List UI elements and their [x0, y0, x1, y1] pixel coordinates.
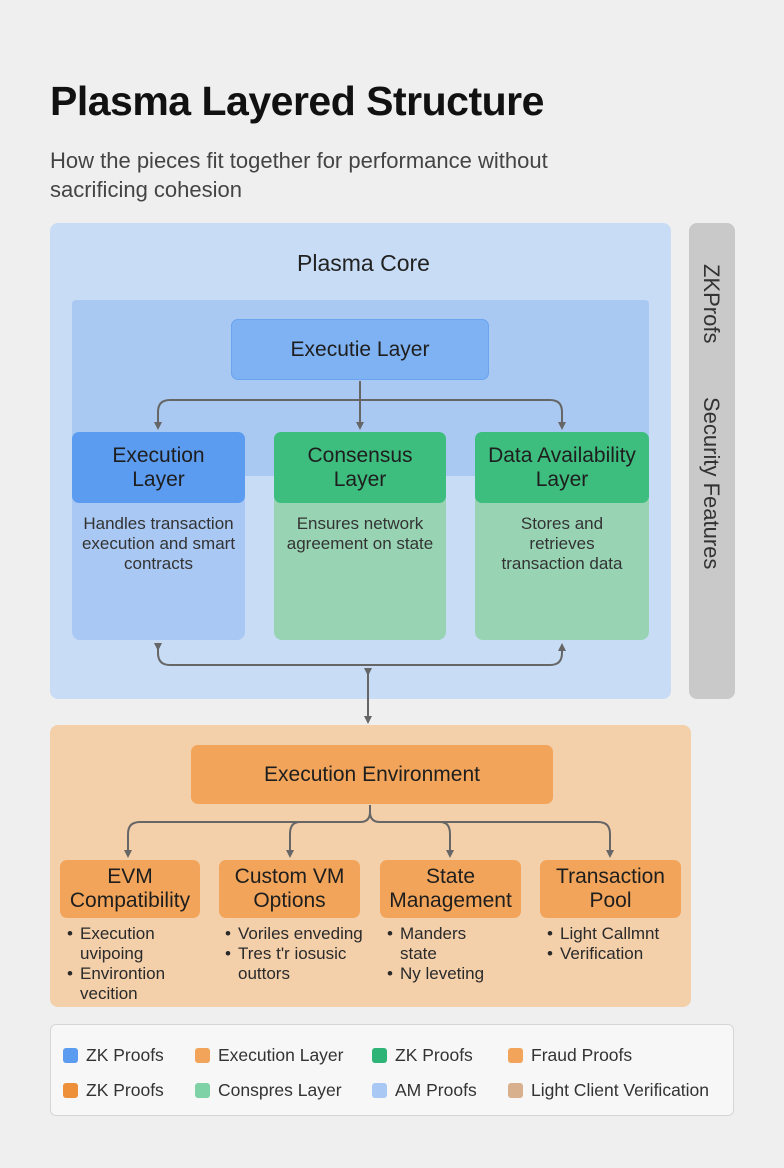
bullet-item: Environtion vecition: [64, 964, 204, 1004]
evm-compatibility-title: EVM Compatibility: [69, 865, 191, 912]
legend-item: Conspres Layer: [195, 1080, 342, 1101]
legend-swatch: [508, 1083, 523, 1098]
execution-layer-header: Execution Layer: [72, 432, 245, 503]
legend-label: ZK Proofs: [86, 1045, 164, 1065]
legend-item: ZK Proofs: [63, 1045, 164, 1066]
env-tree-branch-custom-vm: [286, 821, 301, 858]
execution-environment-box: Execution Environment: [191, 745, 553, 804]
transaction-pool-title: Transaction Pool: [556, 865, 665, 912]
transaction-pool-bullets: Light Callmnt Verification: [544, 924, 684, 964]
legend-item: ZK Proofs: [372, 1045, 473, 1066]
custom-vm-title: Custom VM Options: [234, 865, 345, 912]
execution-layer-desc: Handles transaction execution and smart …: [81, 514, 236, 573]
legend-swatch: [372, 1083, 387, 1098]
execution-environment-title: Execution Environment: [264, 762, 480, 786]
state-management-box: State Management: [380, 860, 521, 918]
legend-item: Fraud Proofs: [508, 1045, 632, 1066]
arrow-to-data-availability-card: [360, 399, 566, 430]
legend-item: Light Client Verification: [508, 1080, 709, 1101]
env-tree-trunk: [124, 805, 371, 858]
security-features-bar: [689, 223, 735, 699]
data-availability-desc: Stores and retrieves transaction data: [501, 514, 623, 573]
bullet-item: Execution uvipoing: [64, 924, 204, 964]
top-layer-label: Executie Layer: [290, 337, 430, 361]
legend-swatch: [63, 1048, 78, 1063]
legend-label: Fraud Proofs: [531, 1045, 633, 1065]
consensus-layer-header: Consensus Layer: [274, 432, 446, 503]
page-subtitle: How the pieces fit together for performa…: [50, 148, 548, 202]
evm-compatibility-bullets: Execution uvipoing Environtion vecition: [64, 924, 204, 1004]
data-availability-title: Data Availability Layer: [488, 443, 636, 491]
custom-vm-bullets: Voriles enveding Tres t'r iosusic outtor…: [222, 924, 370, 984]
bottom-bracket-connector: [154, 643, 566, 666]
legend-swatch: [195, 1083, 210, 1098]
arrow-to-execution-card: [154, 381, 361, 430]
plasma-core-title: Plasma Core: [297, 250, 430, 276]
evm-compatibility-box: EVM Compatibility: [60, 860, 200, 918]
legend-item: Execution Layer: [195, 1045, 344, 1066]
state-management-bullets: Manders state Ny leveting: [384, 924, 524, 984]
legend-label: ZK Proofs: [86, 1080, 164, 1100]
data-availability-header: Data Availability Layer: [475, 432, 649, 503]
bullet-item: Light Callmnt: [544, 924, 684, 944]
transaction-pool-box: Transaction Pool: [540, 860, 681, 918]
legend-swatch: [63, 1083, 78, 1098]
consensus-layer-title: Consensus Layer: [307, 443, 413, 491]
bullet-item: Verification: [544, 944, 684, 964]
security-features-side-label: Security Features: [699, 397, 724, 570]
bullet-item: Voriles enveding: [222, 924, 370, 944]
env-tree-branch-pool: [440, 821, 614, 858]
bullet-item: Manders state: [384, 924, 500, 964]
consensus-layer-desc: Ensures network agreement on state: [286, 514, 434, 553]
legend-item: AM Proofs: [372, 1080, 477, 1101]
legend-label: Execution Layer: [218, 1045, 344, 1065]
env-tree-branch-state: [369, 811, 454, 858]
execution-layer-title: Execution Layer: [112, 443, 205, 491]
legend-item: ZK Proofs: [63, 1080, 164, 1101]
bullet-item: Tres t'r iosusic outtors: [222, 944, 370, 984]
state-management-title: State Management: [389, 865, 512, 912]
page-title: Plasma Layered Structure: [50, 78, 544, 124]
bullet-item: Ny leveting: [384, 964, 524, 984]
legend-label: AM Proofs: [395, 1080, 477, 1100]
legend-label: ZK Proofs: [395, 1045, 473, 1065]
legend: ZK Proofs Execution Layer ZK Proofs Frau…: [50, 1024, 734, 1116]
top-layer-box: Executie Layer: [231, 319, 489, 380]
custom-vm-box: Custom VM Options: [219, 860, 360, 918]
legend-swatch: [372, 1048, 387, 1063]
legend-swatch: [195, 1048, 210, 1063]
legend-label: Conspres Layer: [218, 1080, 342, 1100]
legend-label: Light Client Verification: [531, 1080, 710, 1100]
legend-swatch: [508, 1048, 523, 1063]
zkproofs-side-label: ZKProfs: [699, 264, 724, 344]
